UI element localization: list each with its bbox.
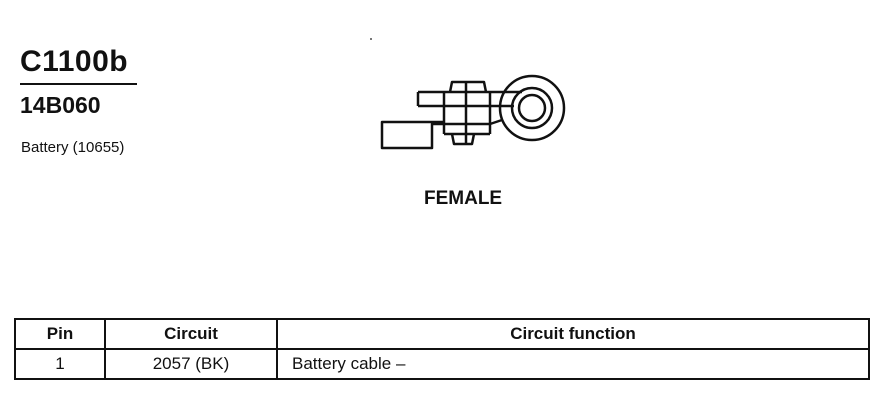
scan-speck bbox=[370, 38, 372, 40]
circuit-cell: 2057 (BK) bbox=[104, 348, 278, 380]
header-circuit: Circuit bbox=[104, 318, 278, 350]
view-label: FEMALE bbox=[424, 188, 503, 209]
header-pin: Pin bbox=[14, 318, 106, 350]
header-function: Circuit function bbox=[276, 318, 870, 350]
table-header-row: Pin Circuit Circuit function bbox=[14, 318, 870, 350]
pin-cell: 1 bbox=[14, 348, 106, 380]
pin-table: Pin Circuit Circuit function 1 2057 (BK)… bbox=[14, 318, 870, 380]
table-row: 1 2057 (BK) Battery cable – bbox=[14, 348, 870, 380]
function-cell: Battery cable – bbox=[276, 348, 870, 380]
connector-id: C1100b bbox=[20, 45, 129, 78]
title-underline bbox=[20, 83, 137, 85]
component-name: Battery (10655) bbox=[21, 139, 125, 156]
battery-terminal-icon bbox=[380, 74, 566, 150]
part-number: 14B060 bbox=[20, 92, 101, 118]
